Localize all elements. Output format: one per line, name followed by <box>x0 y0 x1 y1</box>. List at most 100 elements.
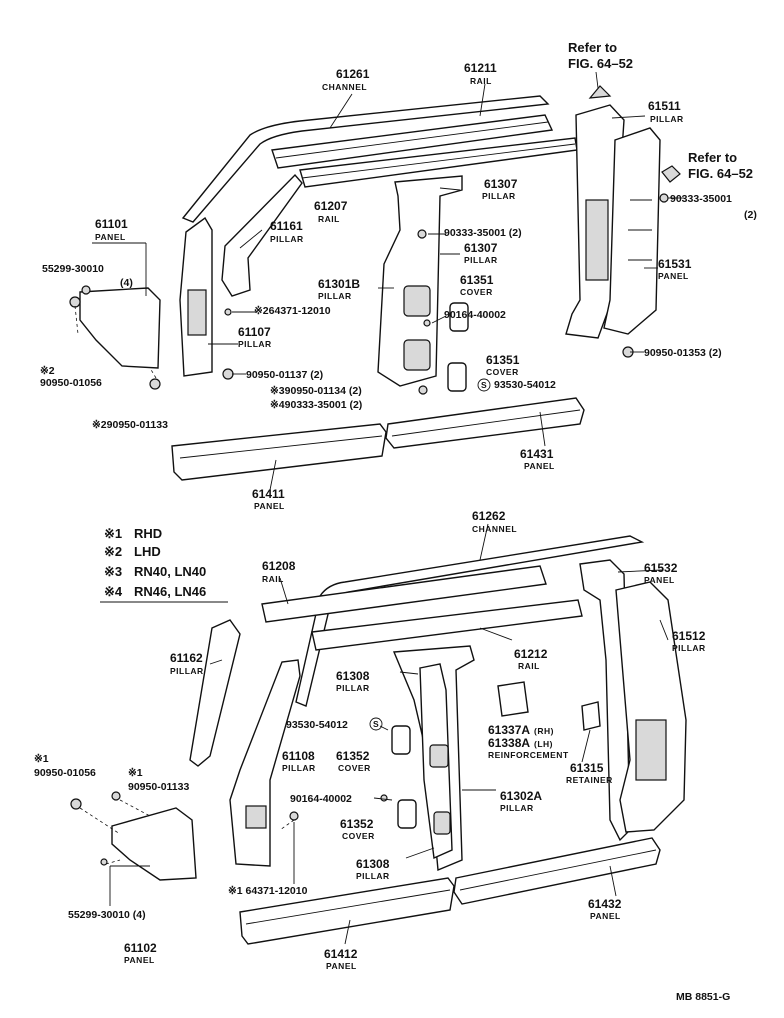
name-61531: PANEL <box>658 271 689 281</box>
part-61315: 61315 <box>570 761 604 775</box>
part-61351a: 61351 <box>460 273 494 287</box>
part-61352a: 61352 <box>336 749 370 763</box>
name-61211: RAIL <box>470 76 492 86</box>
labels: Refer to FIG. 64–52 Refer to FIG. 64–52 … <box>34 40 757 1003</box>
fastener-90164-b: 90164-40002 <box>290 793 352 805</box>
fastener-93530-b: 93530-54012 <box>286 719 348 731</box>
s-symbol-a-text: S <box>481 380 487 390</box>
fastener-90333-a: 90333-35001 (2) <box>444 227 522 239</box>
legend-val-2: LHD <box>134 544 161 559</box>
name-61352a: COVER <box>338 763 371 773</box>
cover-61351b-shape <box>447 362 467 392</box>
cover-61352a-shape <box>391 725 411 755</box>
name-61351a: COVER <box>460 287 493 297</box>
name-61162: PILLAR <box>170 666 204 676</box>
ref-2a: Refer to <box>688 150 737 165</box>
part-61532: 61532 <box>644 561 678 575</box>
fastener-90950-01353: 90950-01353 (2) <box>644 347 722 359</box>
name-61431: PANEL <box>524 461 555 471</box>
lower-assembly <box>70 535 687 945</box>
fastener-90950-01056-rhd: 90950-01056 <box>34 767 96 779</box>
name-61352b: COVER <box>342 831 375 841</box>
name-61307a: PILLAR <box>482 191 516 201</box>
name-61101: PANEL <box>95 232 126 242</box>
name-61307b: PILLAR <box>464 255 498 265</box>
fastener-90950-01133-rhd-mark: ※1 <box>128 767 143 779</box>
part-61307b: 61307 <box>464 241 498 255</box>
name-61107: PILLAR <box>238 339 272 349</box>
rail-61208-shape <box>261 565 547 623</box>
part-61262: 61262 <box>472 509 506 523</box>
legend-key-1: ※1 <box>104 526 122 541</box>
part-61162: 61162 <box>170 651 203 665</box>
name-61108: PILLAR <box>282 763 316 773</box>
part-61411: 61411 <box>252 487 285 501</box>
name-61351b: COVER <box>486 367 519 377</box>
name-61208: RAIL <box>262 574 284 584</box>
part-61101: 61101 <box>95 217 128 231</box>
fastener-90333-b: 90333-35001 <box>670 193 732 205</box>
fastener-64371-lhd: ※264371-12010 <box>254 305 331 317</box>
name-61261: CHANNEL <box>322 82 367 92</box>
leader-lines <box>74 71 684 945</box>
legend-val-1: RHD <box>134 526 162 541</box>
channel-61261-shape <box>181 95 550 223</box>
s-symbol-a <box>477 378 491 392</box>
fastener-90950-01056-rhd-mark: ※1 <box>34 753 49 765</box>
legend-val-3: RN40, LN40 <box>134 564 206 579</box>
part-61432: 61432 <box>588 897 622 911</box>
part-61212: 61212 <box>514 647 548 661</box>
legend-key-2: ※2 <box>104 544 122 559</box>
fastener-90950-01134: ※390950-01134 (2) <box>270 385 362 397</box>
fastener-90950-01133-rhd: 90950-01133 <box>128 781 189 793</box>
fastener-90333-35001-rn46: ※490333-35001 (2) <box>270 399 362 411</box>
fastener-90164-a: 90164-40002 <box>444 309 506 321</box>
name-61432: PANEL <box>590 911 621 921</box>
part-61207: 61207 <box>314 199 348 213</box>
panel-61411-shape <box>171 423 387 481</box>
part-61302a: 61302A <box>500 789 542 803</box>
legend-key-4: ※4 <box>104 584 123 599</box>
ref-2b: FIG. 64–52 <box>688 166 753 181</box>
part-61308b: 61308 <box>356 857 390 871</box>
fastener-55299-top-qty: (4) <box>120 277 133 289</box>
part-61108: 61108 <box>282 749 315 763</box>
fastener-93530-a: 93530-54012 <box>494 379 556 391</box>
panel-61101-shape <box>79 287 161 369</box>
ref-1a: Refer to <box>568 40 617 55</box>
part-61531: 61531 <box>658 257 692 271</box>
side-61337a: (RH) <box>534 726 554 736</box>
name-61301b: PILLAR <box>318 291 352 301</box>
part-61211: 61211 <box>464 61 497 75</box>
fastener-90950-01133-lhd: ※290950-01133 <box>92 419 168 431</box>
fastener-55299-bottom: 55299-30010 (4) <box>68 909 146 921</box>
name-61315: RETAINER <box>566 775 613 785</box>
part-61102: 61102 <box>124 941 157 955</box>
panel-61531-shape <box>603 127 661 335</box>
rail-61211-shape <box>271 114 554 169</box>
panel-61102-shape <box>111 807 197 881</box>
name-61411: PANEL <box>254 501 285 511</box>
fastener-64371-rhd: ※1 64371-12010 <box>228 885 308 897</box>
name-61512: PILLAR <box>672 643 706 653</box>
part-61512: 61512 <box>672 629 706 643</box>
part-61337a: 61337A <box>488 723 530 737</box>
legend-key-3: ※3 <box>104 564 122 579</box>
part-61107: 61107 <box>238 325 271 339</box>
panel-61412-shape <box>239 877 455 945</box>
part-61352b: 61352 <box>340 817 374 831</box>
part-61308a: 61308 <box>336 669 370 683</box>
pillar-61161-shape <box>221 173 303 297</box>
part-61208: 61208 <box>262 559 296 573</box>
name-61207: RAIL <box>318 214 340 224</box>
fastener-90333-b-qty: (2) <box>744 209 757 221</box>
part-61431: 61431 <box>520 447 554 461</box>
fastener-90950-01056-mark: ※2 <box>40 365 55 377</box>
part-61307a: 61307 <box>484 177 518 191</box>
part-61301b: 61301B <box>318 277 360 291</box>
s-symbol-b-text: S <box>373 719 379 729</box>
name-61532: PANEL <box>644 575 675 585</box>
fastener-90950-01137: 90950-01137 (2) <box>246 369 323 381</box>
pillar-61301b-shape <box>377 175 463 387</box>
name-61262: CHANNEL <box>472 524 517 534</box>
